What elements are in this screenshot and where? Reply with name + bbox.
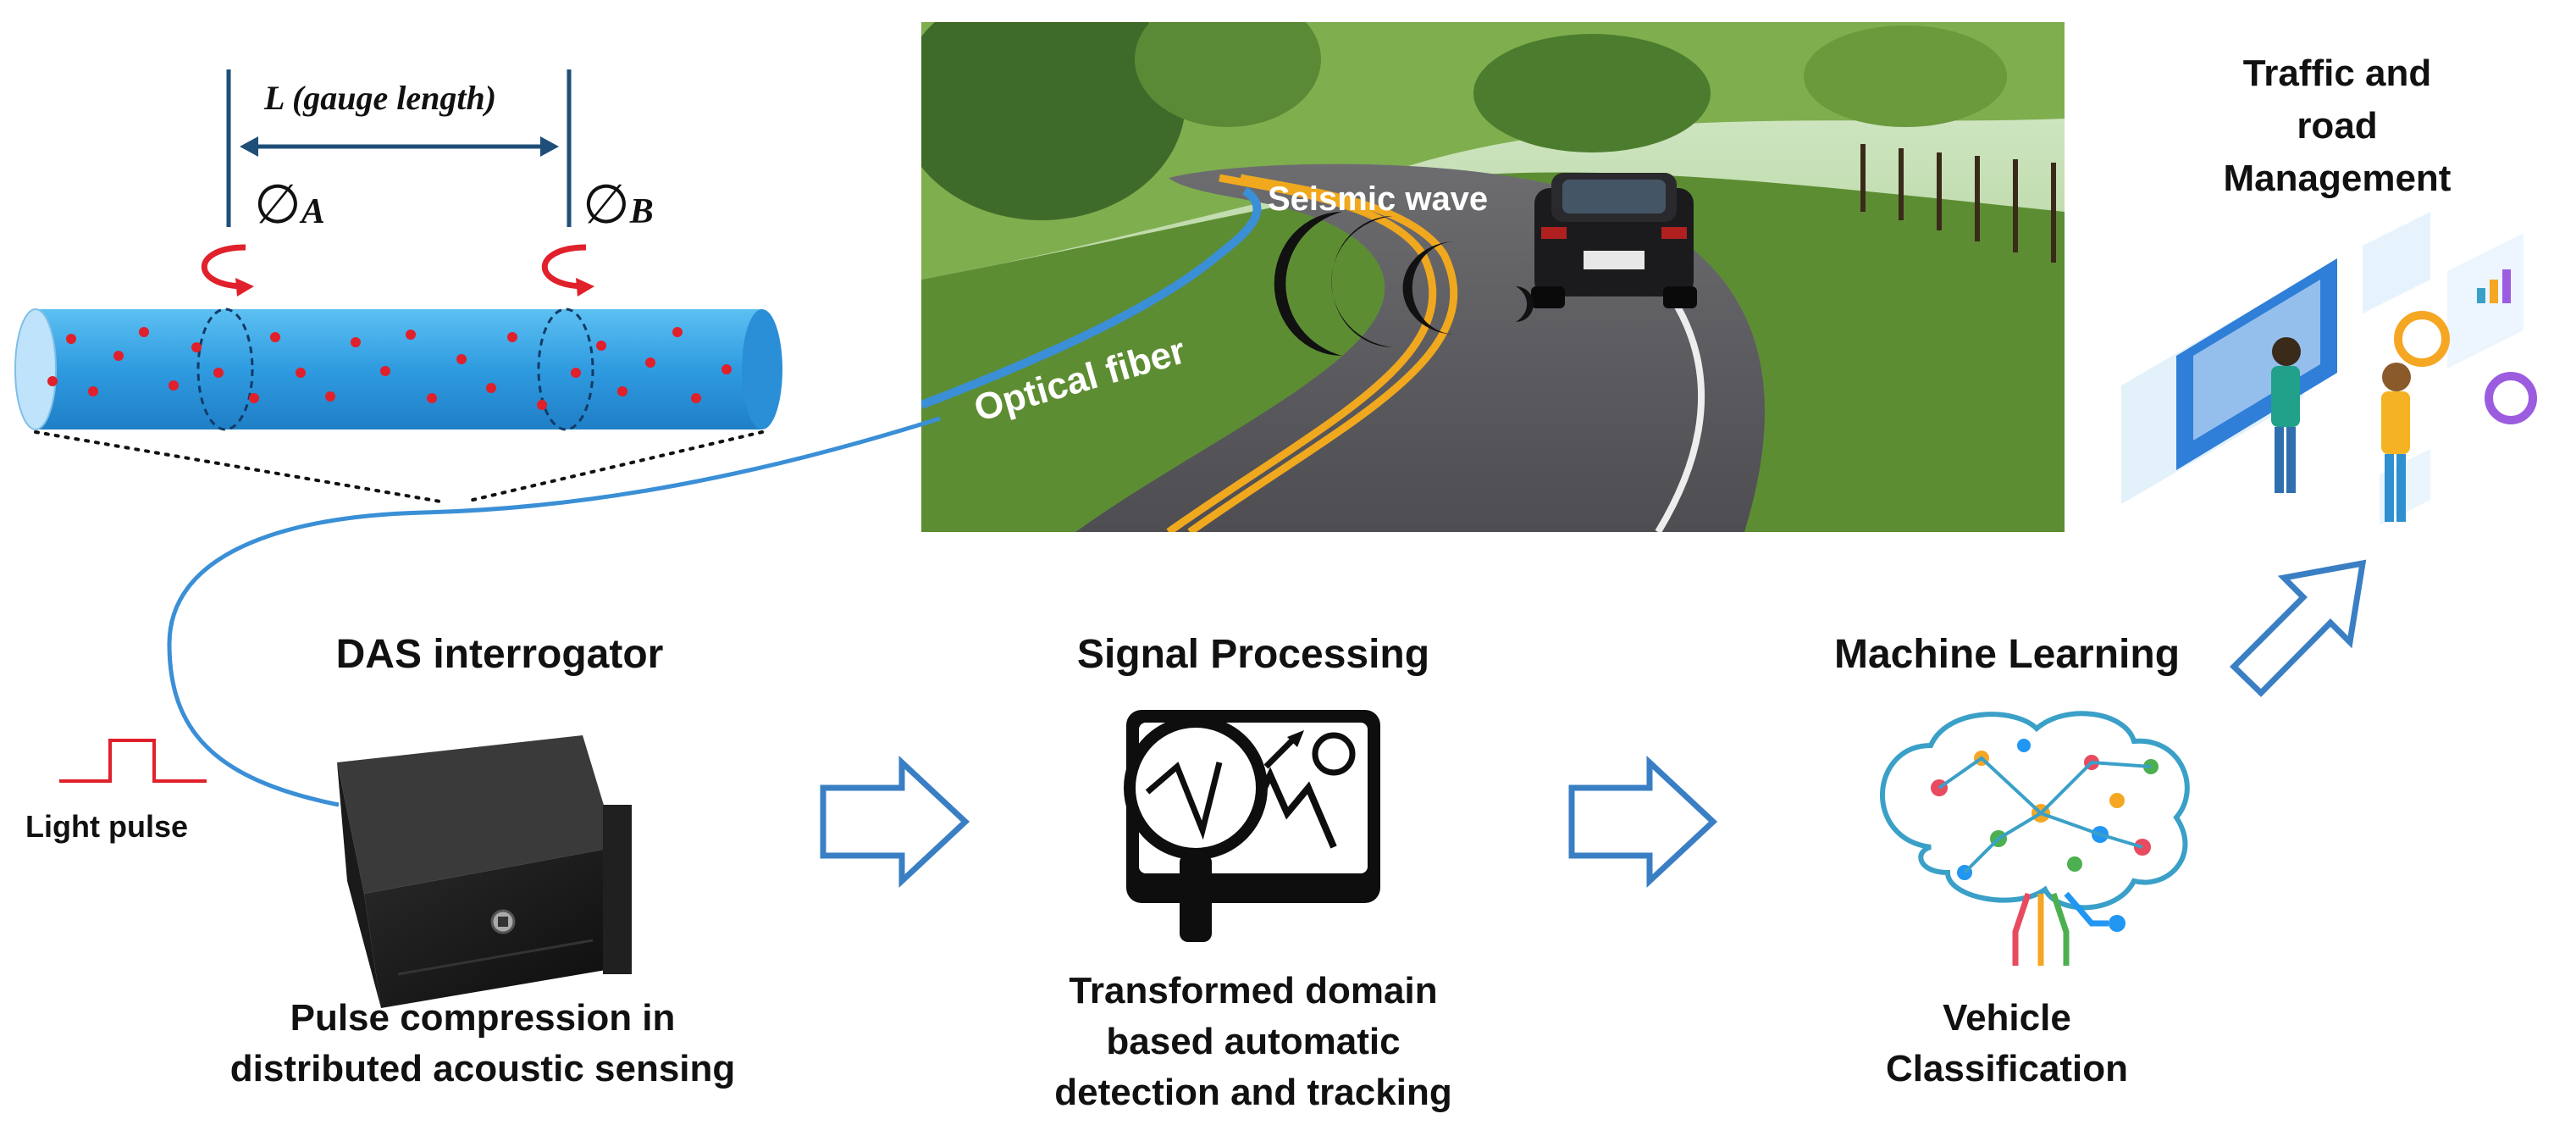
zoom-line-right — [464, 430, 764, 503]
fiber-cylinder-face — [14, 308, 57, 430]
light-pulse-icon — [59, 739, 207, 783]
flow-arrow-1-icon — [820, 755, 970, 889]
gauge-ring-a — [196, 308, 254, 431]
fiber-section-illustration — [14, 69, 782, 503]
phase-b-label: ∅B — [583, 175, 654, 235]
dashboard-people-icon — [2121, 212, 2537, 525]
car-icon — [1531, 173, 1697, 308]
phase-a-label: ∅A — [254, 175, 325, 235]
optical-fiber-line — [921, 186, 1262, 409]
brain-circuit-icon — [1880, 711, 2190, 966]
stage-das-caption: Pulse compression in distributed acousti… — [229, 997, 736, 1089]
flow-arrow-3-icon — [2230, 559, 2367, 697]
stage-ml-title: Machine Learning — [1833, 632, 2181, 677]
stage-das-title: DAS interrogator — [335, 632, 664, 677]
twist-arrow-a-icon — [201, 244, 246, 290]
stage-signal-title: Signal Processing — [1076, 632, 1430, 677]
road-scene-photo — [921, 22, 2065, 532]
gauge-length-label: L (gauge length) — [264, 79, 497, 117]
person-2-icon — [2381, 363, 2411, 522]
person-1-icon — [2271, 337, 2301, 493]
fiber-cylinder — [36, 309, 762, 429]
light-pulse-label: Light pulse — [25, 809, 188, 844]
stage-ml-caption: Vehicle Classification — [1885, 997, 2129, 1089]
zoom-line-left — [34, 430, 442, 503]
gauge-ring-b — [537, 308, 594, 431]
gauge-arrow-right-icon — [540, 136, 559, 157]
fiber-cable — [167, 416, 941, 807]
scatter-points — [47, 327, 732, 410]
seismic-wave-icon — [1274, 212, 1534, 356]
outcome-title: Traffic and road Management — [2223, 53, 2452, 199]
flow-arrow-2-icon — [1568, 755, 1718, 889]
twist-arrow-b-icon — [541, 244, 587, 290]
fiber-cylinder-end — [742, 309, 782, 429]
stage-signal-caption: Transformed domain based automatic detec… — [1054, 970, 1452, 1113]
server-rack-icon — [337, 735, 632, 1008]
magnifier-chart-icon — [1124, 710, 1380, 942]
gauge-arrow-left-icon — [240, 136, 258, 157]
seismic-wave-label: Seismic wave — [1268, 180, 1489, 218]
